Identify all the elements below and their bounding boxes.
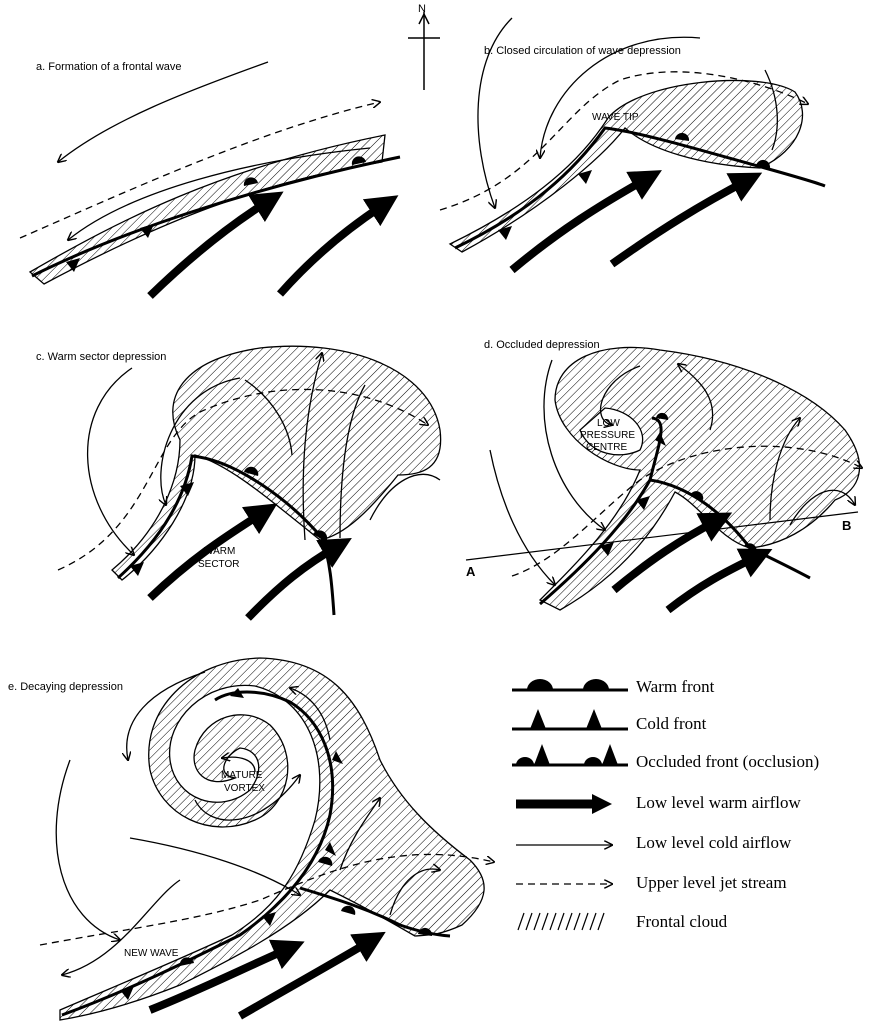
cold-airflow-arrow — [88, 368, 134, 555]
legend-warm-front: Warm front — [512, 677, 715, 696]
legend-occluded-front: Occluded front (occlusion) — [512, 744, 819, 771]
cold-airflow-arrow — [130, 838, 300, 895]
occluded-front-icon — [534, 744, 550, 765]
cold-airflow-arrow — [490, 450, 555, 585]
panel-b: b. Closed circulation of wave depression… — [440, 18, 825, 270]
mature-vortex-label-2: VORTEX — [224, 783, 265, 794]
panel-d: d. Occluded depression LOW PRESSURE CENT… — [466, 339, 862, 610]
frontal-cloud — [540, 347, 859, 610]
cold-front-icon — [530, 709, 546, 729]
low-pressure-label-3: CENTRE — [586, 442, 627, 453]
legend-warm-airflow: Low level warm airflow — [516, 793, 801, 814]
occluded-front-icon — [584, 757, 602, 765]
warm-airflow-arrow — [612, 180, 748, 264]
new-wave-label: NEW WAVE — [124, 948, 179, 959]
legend-jet-stream: Upper level jet stream — [516, 873, 787, 892]
legend-label-frontal-cloud: Frontal cloud — [636, 912, 728, 931]
panel-a: a. Formation of a frontal wave — [20, 61, 400, 296]
legend-label-cold-airflow: Low level cold airflow — [636, 833, 792, 852]
warm-sector-label-2: SECTOR — [198, 559, 240, 570]
cold-airflow-arrow — [56, 760, 120, 940]
cross-section-point-b: B — [842, 518, 851, 533]
frontal-cloud-icon — [518, 913, 604, 930]
low-pressure-label-2: PRESSURE — [580, 430, 635, 441]
legend-label-jet-stream: Upper level jet stream — [636, 873, 787, 892]
legend-label-cold-front: Cold front — [636, 714, 707, 733]
cold-airflow-arrow — [62, 880, 180, 975]
cold-front-icon — [586, 709, 602, 729]
frontal-cloud — [450, 80, 802, 252]
wave-tip-label: WAVE TIP — [592, 112, 639, 123]
legend-frontal-cloud: Frontal cloud — [518, 912, 728, 931]
legend-cold-airflow: Low level cold airflow — [516, 833, 792, 852]
compass-label: N — [418, 3, 426, 15]
legend-cold-front: Cold front — [512, 709, 707, 733]
legend: Warm front Cold front Occluded front (oc… — [512, 677, 819, 931]
cross-section-point-a: A — [466, 564, 476, 579]
warm-airflow-arrowhead-icon — [592, 794, 612, 814]
panel-c: c. Warm sector depression WARM SECTOR — [36, 346, 441, 618]
panel-e-title: e. Decaying depression — [8, 681, 123, 693]
warm-front-symbol — [341, 906, 355, 915]
panel-c-title: c. Warm sector depression — [36, 351, 166, 363]
warm-airflow-arrow — [248, 546, 338, 618]
occluded-front-icon — [602, 744, 618, 765]
warm-front-icon — [583, 679, 609, 690]
mature-vortex-label-1: MATURE — [221, 770, 263, 781]
panel-d-title: d. Occluded depression — [484, 339, 600, 351]
north-compass: N — [408, 3, 440, 90]
occluded-front-icon — [516, 757, 534, 765]
warm-airflow-arrow — [280, 204, 385, 294]
warm-front-icon — [527, 679, 553, 690]
legend-label-warm-airflow: Low level warm airflow — [636, 793, 801, 812]
panel-e: e. Decaying depression MATURE VORTEX NEW… — [8, 658, 494, 1020]
panel-a-title: a. Formation of a frontal wave — [36, 61, 182, 73]
warm-airflow-arrow — [240, 940, 372, 1016]
frontal-cloud — [60, 658, 484, 1020]
warm-airflow-arrow — [668, 556, 758, 610]
legend-label-occluded-front: Occluded front (occlusion) — [636, 752, 819, 771]
panel-b-title: b. Closed circulation of wave depression — [484, 45, 681, 57]
legend-label-warm-front: Warm front — [636, 677, 715, 696]
